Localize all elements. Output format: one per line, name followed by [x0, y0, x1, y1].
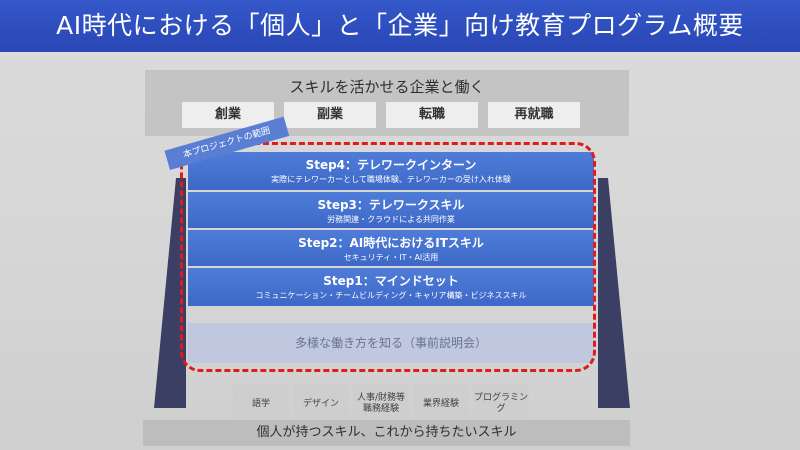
career-item-job-change: 転職: [386, 102, 478, 128]
step-3: Step3：テレワークスキル 労務関連・クラウドによる共同作業: [188, 192, 594, 228]
career-item-side-job: 副業: [284, 102, 376, 128]
left-wedge: [154, 178, 186, 408]
skill-design: デザイン: [293, 385, 349, 423]
project-scope-outline: [180, 142, 596, 372]
career-box: スキルを活かせる企業と働く 創業 副業 転職 再就職: [145, 70, 629, 136]
step-1-subtitle: コミュニケーション・チームビルディング・キャリア構築・ビジネススキル: [255, 291, 527, 300]
career-heading: スキルを活かせる企業と働く: [289, 78, 485, 96]
skill-language: 語学: [233, 385, 289, 423]
orientation-session: 多様な働き方を知る（事前説明会）: [188, 323, 594, 363]
step-4-subtitle: 実際にテレワーカーとして職場体験、テレワーカーの受け入れ体験: [271, 175, 511, 184]
step-2-subtitle: セキュリティ・IT・AI活用: [343, 253, 439, 262]
skill-hr-finance: 人事/財務等 職務経験: [353, 385, 409, 423]
step-2-title: Step2：AI時代におけるITスキル: [298, 236, 484, 250]
career-item-reemployment: 再就職: [488, 102, 580, 128]
step-2: Step2：AI時代におけるITスキル セキュリティ・IT・AI活用: [188, 230, 594, 266]
slide-title: AI時代における「個人」と「企業」向け教育プログラム概要: [0, 0, 800, 52]
step-1-title: Step1：マインドセット: [323, 274, 459, 288]
step-3-title: Step3：テレワークスキル: [317, 198, 465, 212]
step-3-subtitle: 労務関連・クラウドによる共同作業: [327, 215, 455, 224]
career-item-founding: 創業: [182, 102, 274, 128]
step-4-title: Step4：テレワークインターン: [305, 158, 477, 172]
skill-industry: 業界経験: [413, 385, 469, 423]
skill-programming: プログラミン グ: [473, 385, 529, 423]
right-wedge: [598, 178, 630, 408]
personal-skills-bar: 個人が持つスキル、これから持ちたいスキル: [143, 420, 630, 446]
step-1: Step1：マインドセット コミュニケーション・チームビルディング・キャリア構築…: [188, 268, 594, 306]
step-4: Step4：テレワークインターン 実際にテレワーカーとして職場体験、テレワーカー…: [188, 152, 594, 190]
